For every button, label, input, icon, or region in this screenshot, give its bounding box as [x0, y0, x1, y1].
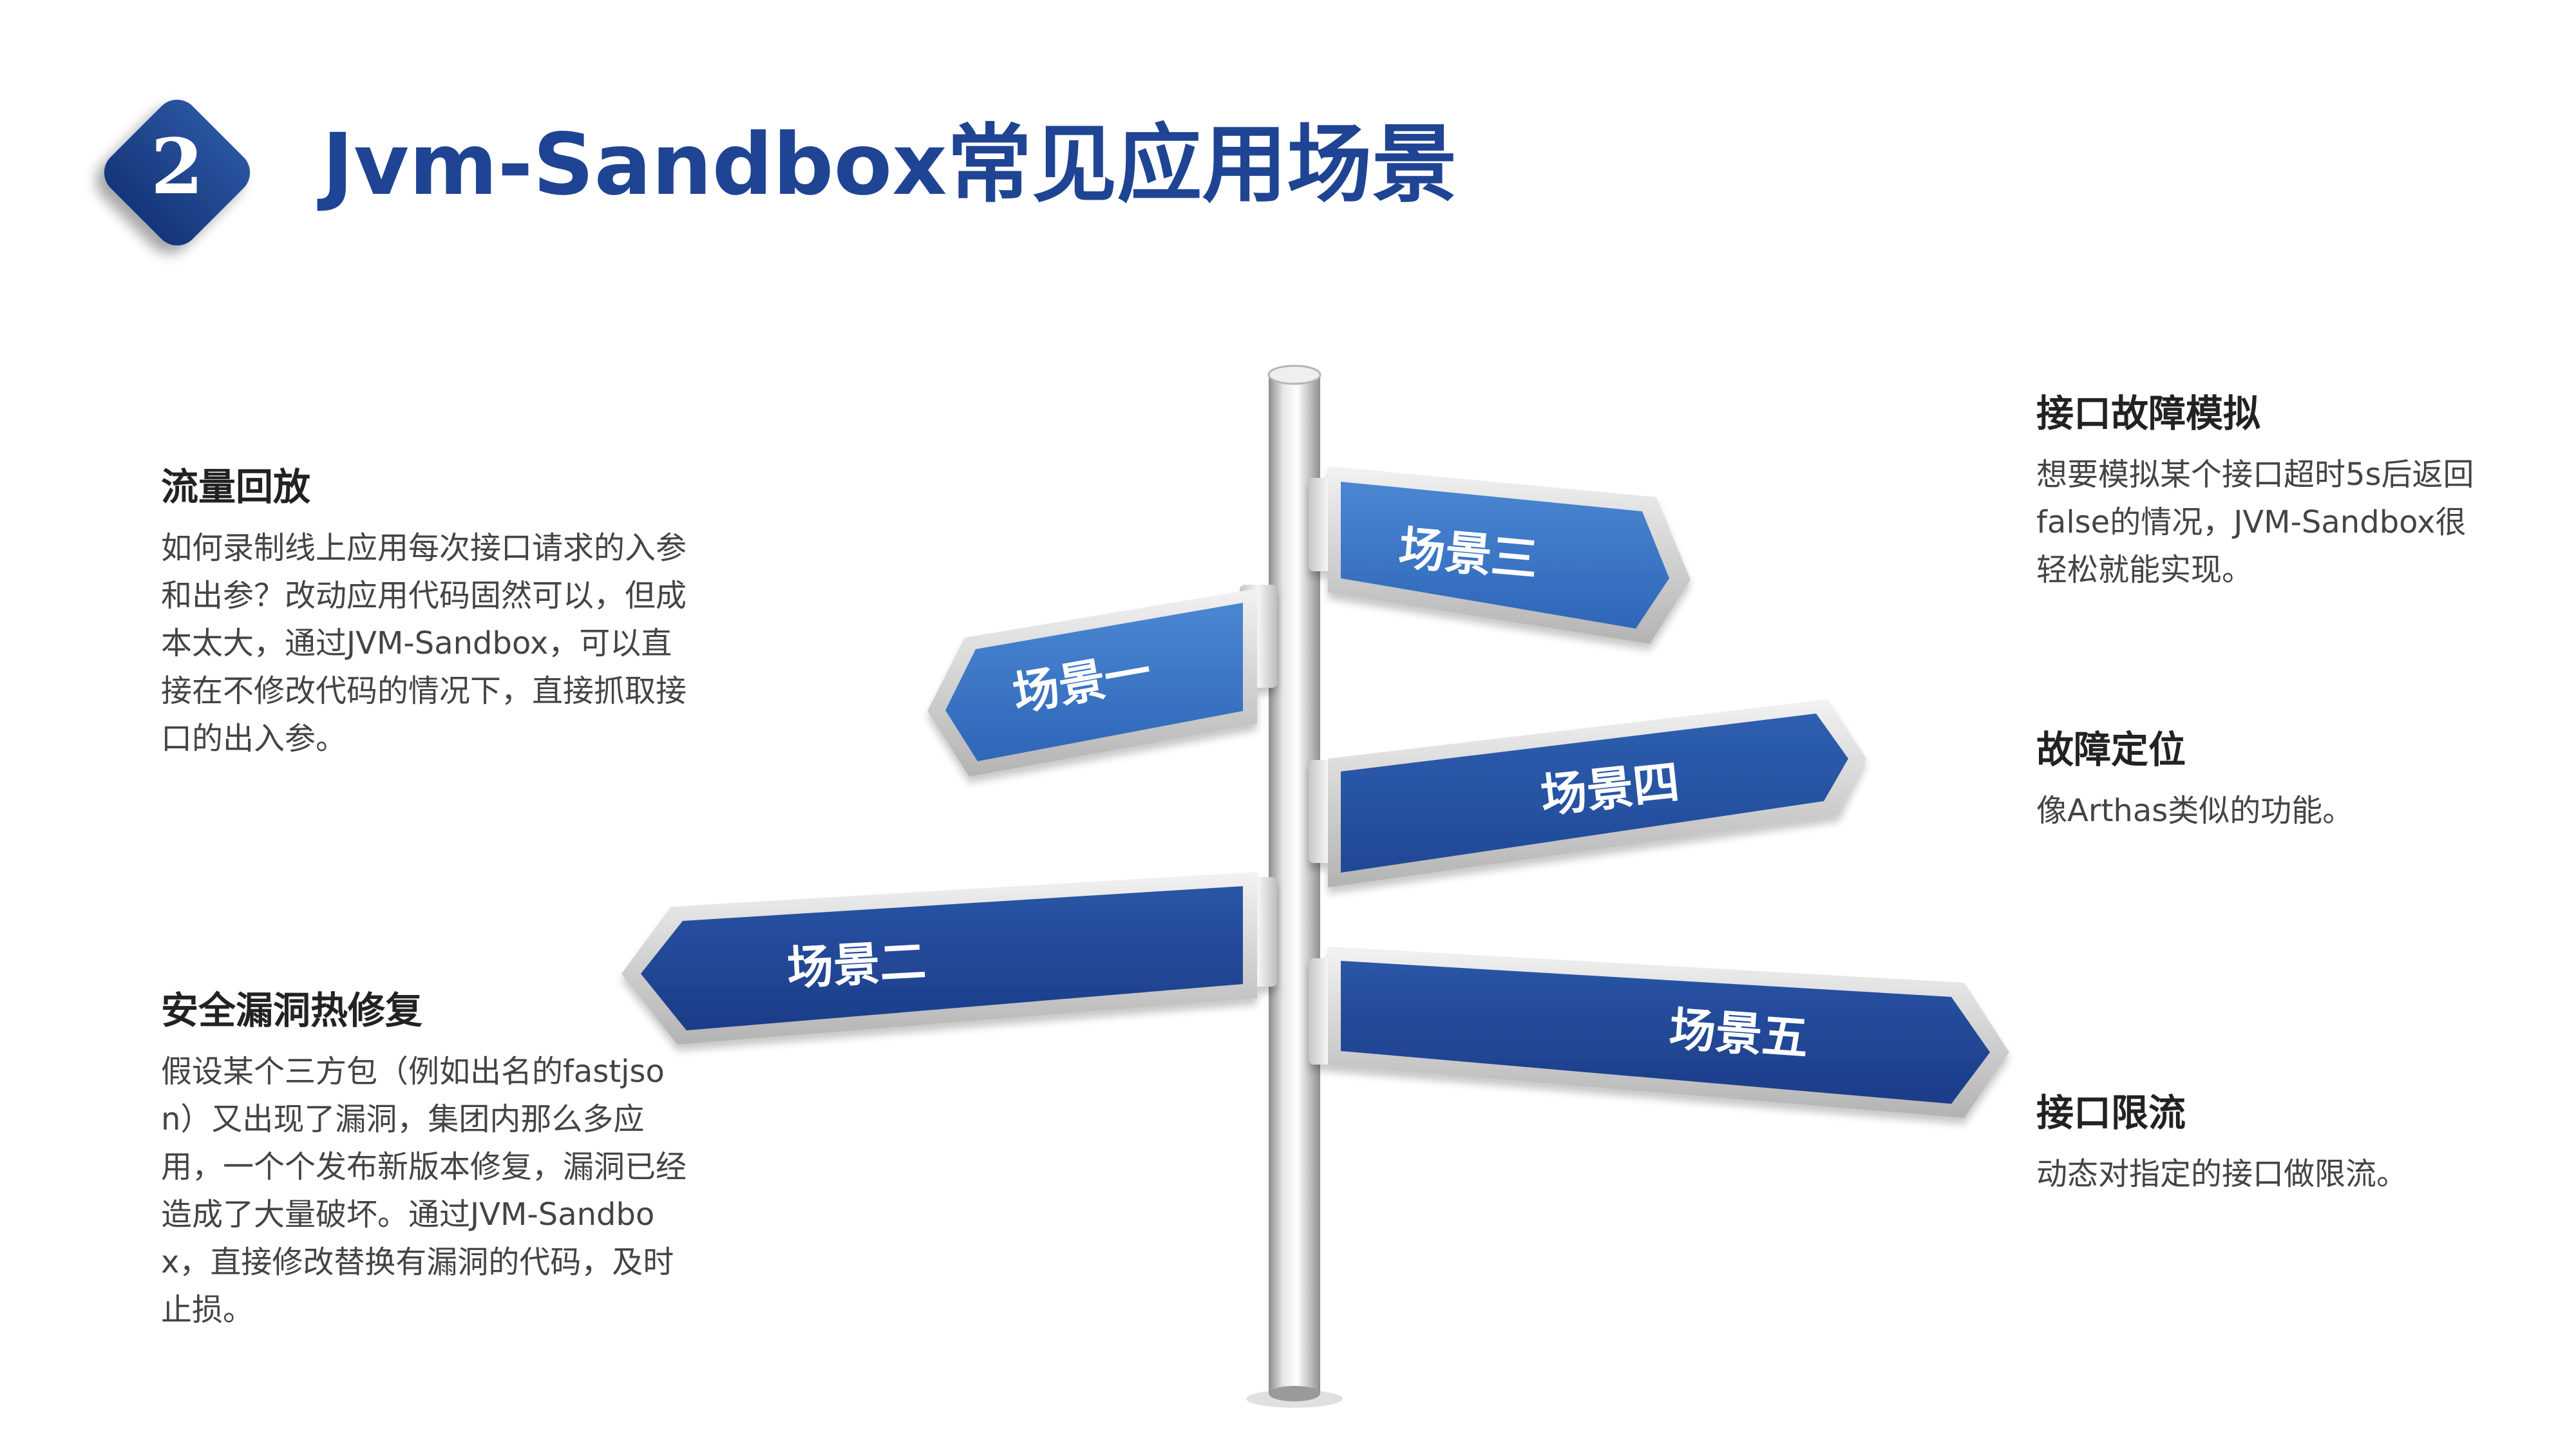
page-title: Jvm-Sandbox常见应用场景	[322, 115, 1457, 214]
block-text: 动态对指定的接口做限流。	[2036, 1155, 2408, 1192]
block-heading: 故障定位	[2036, 728, 2186, 772]
section-number-badge: 2	[104, 99, 251, 246]
scenario-security-hotfix: 安全漏洞热修复 假设某个三方包（例如出名的fastjson）又出现了漏洞，集团内…	[161, 989, 689, 1334]
block-heading: 接口限流	[2036, 1091, 2186, 1135]
block-heading: 接口故障模拟	[2036, 392, 2261, 435]
scenario-traffic-replay: 流量回放 如何录制线上应用每次接口请求的入参和出参？改动应用代码固然可以，但成本…	[161, 465, 689, 762]
sign-label: 场景三	[1397, 521, 1540, 587]
sign-label: 场景二	[786, 934, 927, 995]
sign-scenario-5: 场景五	[1309, 947, 2009, 1118]
sign-scenario-2: 场景二	[621, 872, 1277, 1045]
scenario-rate-limiting: 接口限流 动态对指定的接口做限流。	[2036, 1091, 2500, 1198]
block-text: 假设某个三方包（例如出名的fastjson）又出现了漏洞，集团内那么多应用，一个…	[161, 1053, 687, 1328]
block-heading: 安全漏洞热修复	[161, 989, 423, 1032]
sign-label: 场景五	[1667, 1002, 1810, 1066]
sign-scenario-1: 场景一	[927, 585, 1277, 777]
sign-scenario-3: 场景三	[1309, 466, 1690, 644]
block-text: 像Arthas类似的功能。	[2036, 792, 2354, 829]
sign-scenario-4: 场景四	[1309, 699, 1866, 887]
badge-number: 2	[151, 122, 204, 211]
block-heading: 流量回放	[161, 465, 311, 509]
block-text: 想要模拟某个接口超时5s后返回false的情况，JVM-Sandbox很轻松就能…	[2036, 456, 2474, 588]
scenario-fault-simulation: 接口故障模拟 想要模拟某个接口超时5s后返回false的情况，JVM-Sandb…	[2036, 392, 2481, 594]
scenario-fault-location: 故障定位 像Arthas类似的功能。	[2036, 728, 2500, 835]
block-text: 如何录制线上应用每次接口请求的入参和出参？改动应用代码固然可以，但成本太大，通过…	[161, 529, 687, 757]
